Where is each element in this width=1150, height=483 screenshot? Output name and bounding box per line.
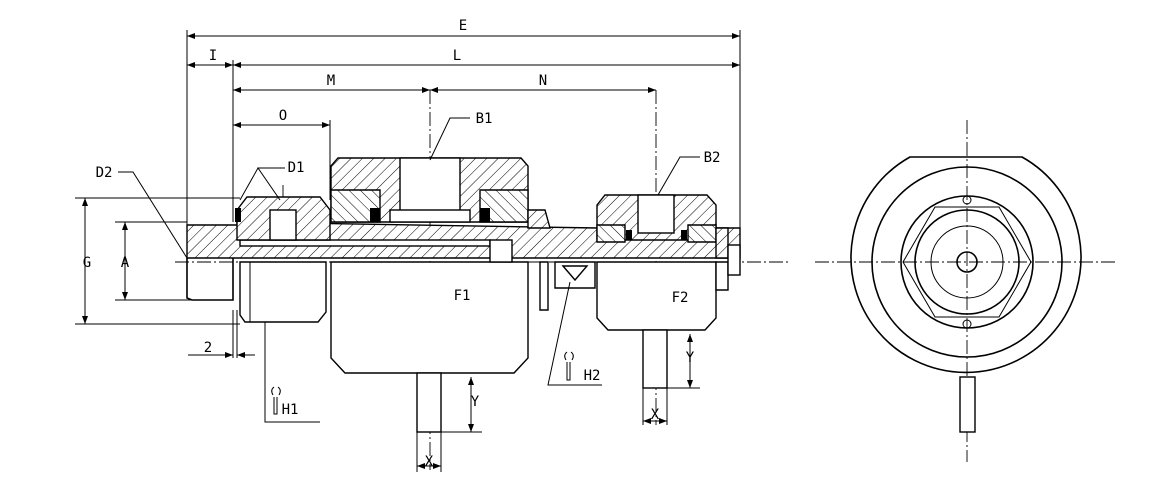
- dim-o-label: O: [279, 108, 287, 124]
- h2-flat-marker: [561, 265, 589, 282]
- dim-n-label: N: [539, 73, 547, 89]
- pin-side: [642, 329, 668, 389]
- end-view: [850, 156, 1082, 433]
- dim-f1-label: F1: [454, 288, 471, 304]
- callout-b1-label: B1: [476, 111, 493, 127]
- dim-x-main-label: X: [425, 454, 434, 470]
- dim-g-label: G: [83, 255, 91, 271]
- callout-b2-label: B2: [704, 150, 721, 166]
- dim-2-label: 2: [204, 340, 212, 356]
- callout-h1-label: H1: [282, 402, 299, 418]
- dim-x-side-label: X: [651, 407, 660, 423]
- pin-main: [416, 372, 442, 433]
- labels: E I L M N O G A F1 F2 2 Y Y X X B1 B2 D1…: [83, 18, 721, 470]
- section-view: [186, 157, 741, 433]
- wrench-icon: [564, 351, 574, 381]
- leader-lines: [118, 117, 700, 423]
- dim-y-side-label: Y: [686, 350, 695, 366]
- dim-f2-label: F2: [672, 290, 689, 306]
- callout-h2-label: H2: [584, 368, 601, 384]
- end-view-pin: [959, 376, 976, 433]
- callout-d2-label: D2: [96, 165, 113, 181]
- dim-m-label: M: [327, 73, 335, 89]
- wrench-icon: [271, 386, 281, 415]
- dim-l-label: L: [453, 48, 461, 64]
- dim-i-label: I: [209, 48, 217, 64]
- dim-y-main-label: Y: [471, 394, 480, 410]
- callout-d1-label: D1: [288, 160, 305, 176]
- dim-e-label: E: [459, 18, 467, 34]
- dim-a-label: A: [121, 255, 130, 271]
